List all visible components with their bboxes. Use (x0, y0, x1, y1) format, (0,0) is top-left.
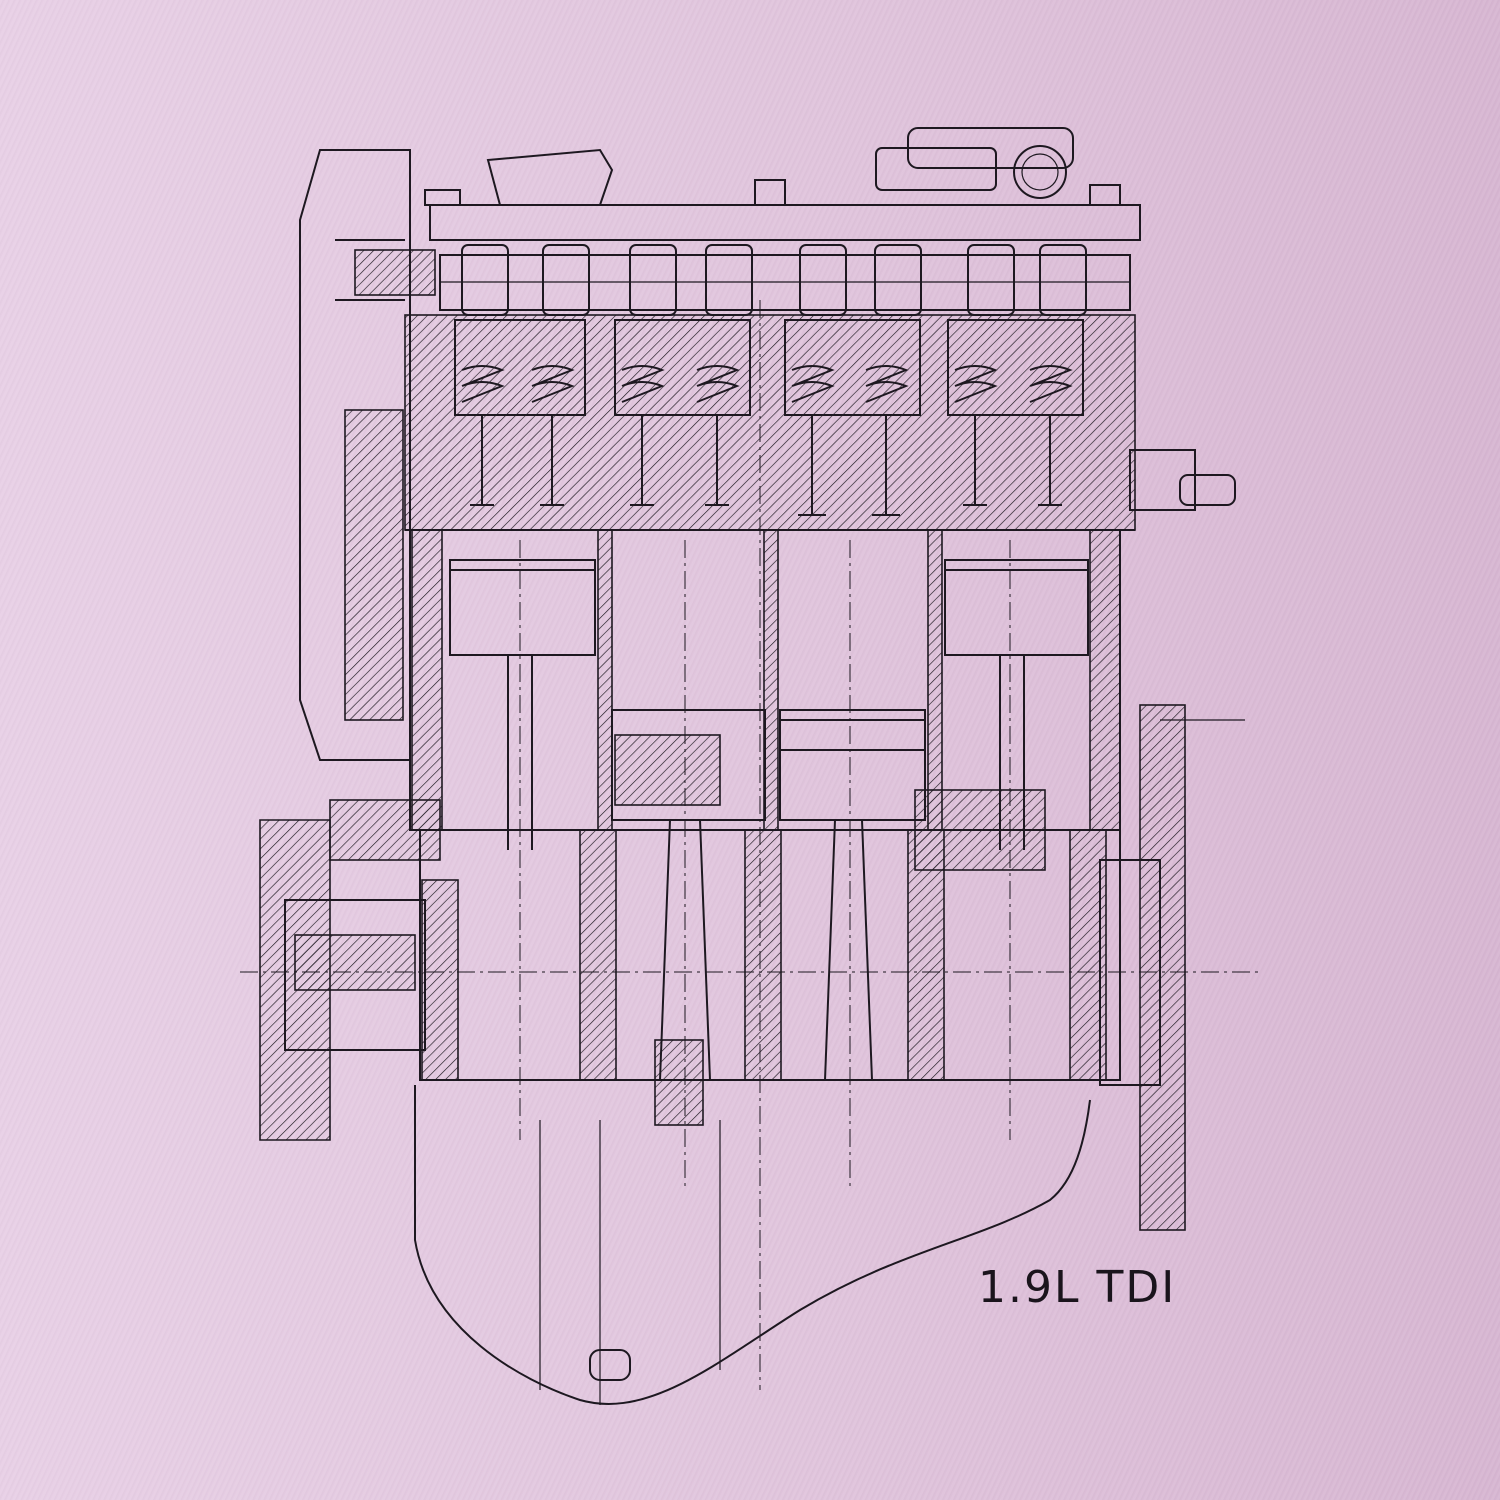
valve-springs (461, 365, 1073, 403)
engine-label: 1.9L TDI (978, 1262, 1177, 1313)
valve-cover (424, 127, 1141, 241)
oil-sump (414, 1085, 1091, 1405)
cylinder-head (404, 314, 1136, 531)
crank-pulley (259, 799, 441, 1141)
valve-stems (470, 415, 1062, 516)
pistons (449, 559, 1089, 821)
flywheel (1099, 449, 1245, 1231)
crankshaft (419, 789, 1121, 1081)
camshaft (439, 244, 1131, 316)
connecting-rods (507, 655, 1025, 1126)
timing-gear (299, 149, 436, 761)
engine-block (409, 529, 1121, 831)
